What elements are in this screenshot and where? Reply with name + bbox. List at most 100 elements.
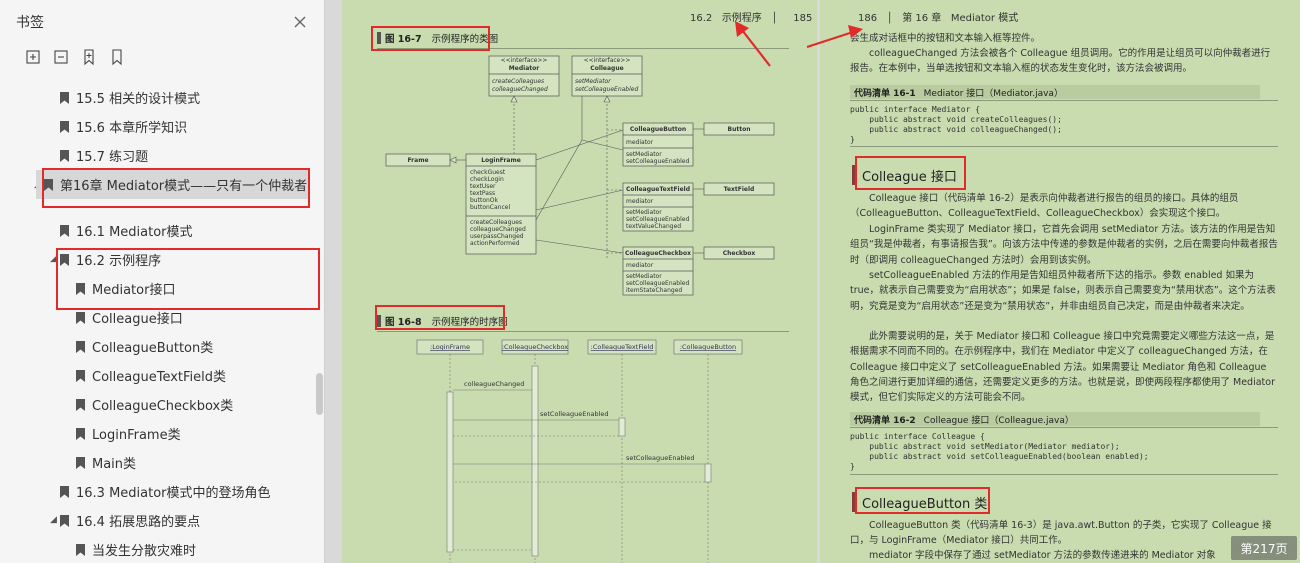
uml-method: setMediator <box>626 151 662 158</box>
bookmark-icon[interactable] <box>108 48 126 66</box>
bookmark-icon <box>60 149 69 162</box>
bookmark-label: 15.5 相关的设计模式 <box>76 92 201 107</box>
bookmark-item[interactable]: 15.6 本章所学知识 <box>60 112 187 141</box>
bookmark-item[interactable]: Mediator接口 <box>76 274 175 303</box>
listing-caption: Mediator 接口（Mediator.java） <box>923 88 1063 99</box>
uml-class-name: TextField <box>724 186 755 193</box>
uml-class-name: Button <box>728 126 751 133</box>
bookmark-item[interactable]: ColleagueTextField类 <box>76 361 226 390</box>
bookmark-item[interactable]: LoginFrame类 <box>76 419 181 448</box>
bookmark-label: LoginFrame类 <box>92 428 181 443</box>
close-icon[interactable] <box>292 14 308 30</box>
bookmark-label: ColleagueTextField类 <box>92 370 227 385</box>
listing-caption: Colleague 接口（Colleague.java） <box>923 415 1074 426</box>
bookmark-icon <box>76 311 85 324</box>
paragraph: setColleagueEnabled 方法的作用是告知组员仲裁者所下达的指示。… <box>850 270 1276 312</box>
code-block: public interface Colleague { public abst… <box>850 432 1149 471</box>
bookmark-item[interactable]: 15.5 相关的设计模式 <box>60 83 200 112</box>
bookmark-label: ColleagueButton类 <box>92 341 214 356</box>
uml-method: colleagueChanged <box>492 86 548 93</box>
bookmark-label: 第16章 Mediator模式——只有一个仲裁者 <box>60 179 308 194</box>
figure-16-7-title: 图 16-7 示例程序的类图 <box>377 29 498 47</box>
uml-method: colleagueChanged <box>470 226 526 233</box>
uml-method: setColleagueEnabled <box>575 86 638 93</box>
section-title: ColleagueButton 类 <box>862 496 988 512</box>
uml-class-mediator <box>488 55 560 97</box>
uml-method: actionPerformed <box>470 240 520 247</box>
bookmark-item[interactable]: 16.3 Mediator模式中的登场角色 <box>60 477 271 506</box>
page-186: 186 │ 第 16 章 Mediator 模式 会生成对话框中的按钮和文本输入… <box>820 0 1300 563</box>
bookmark-label: 16.2 示例程序 <box>76 254 162 269</box>
bookmark-label: 15.6 本章所学知识 <box>76 121 188 136</box>
bookmark-label: 16.3 Mediator模式中的登场角色 <box>76 486 271 501</box>
paragraph: Colleague 接口（代码清单 16-2）是表示向仲裁者进行报告的组员的接口… <box>850 193 1239 220</box>
message-label: colleagueChanged <box>464 380 524 388</box>
class-diagram: <<interface>> Mediator createColleagues … <box>385 55 775 296</box>
uml-method: setMediator <box>626 209 662 216</box>
code-block: public interface Mediator { public abstr… <box>850 105 1062 144</box>
sidebar-toolbar <box>0 44 325 72</box>
bookmark-icon <box>60 485 69 498</box>
message-label: setColleagueEnabled <box>540 410 609 418</box>
collapse-all-icon[interactable] <box>52 48 70 66</box>
bookmark-icon <box>76 369 85 382</box>
add-bookmark-icon[interactable] <box>80 48 98 66</box>
uml-class-name: LoginFrame <box>481 157 521 164</box>
page-header: 16.2 示例程序 │ 185 <box>690 13 813 24</box>
uml-class-name: Checkbox <box>723 250 756 257</box>
bookmark-item[interactable]: 当发生分散灾难时 <box>76 535 196 563</box>
header-section: 16.2 <box>690 13 713 24</box>
bookmark-item-chapter16[interactable]: 第16章 Mediator模式——只有一个仲裁者 <box>36 170 310 199</box>
paragraph: ColleagueButton 类（代码清单 16-3）是 java.awt.B… <box>850 520 1272 547</box>
page-185: 16.2 示例程序 │ 185 图 16-7 示例程序的类图 <<interfa… <box>342 0 817 563</box>
expanded-triangle-icon[interactable]: ◢ <box>50 254 57 264</box>
bookmark-item[interactable]: ColleagueButton类 <box>76 332 213 361</box>
uml-class-loginframe <box>465 153 537 255</box>
bookmark-item[interactable]: 16.2 示例程序 <box>60 245 161 274</box>
code-listing-16-2-title: 代码清单 16-2 Colleague 接口（Colleague.java） <box>850 412 1260 426</box>
uml-class-name: ColleagueCheckbox <box>625 250 691 257</box>
bookmark-item[interactable]: 15.7 练习题 <box>60 141 148 170</box>
uml-method: setMediator <box>575 78 611 85</box>
bookmark-label: Colleague接口 <box>92 312 183 327</box>
figure-caption: 示例程序的类图 <box>431 34 499 45</box>
lifeline-label: :ColleagueCheckbox <box>502 343 568 351</box>
message-label: setColleagueEnabled <box>626 454 695 462</box>
bookmark-icon <box>76 282 85 295</box>
bookmark-item[interactable]: ColleagueCheckbox类 <box>76 390 233 419</box>
uml-class-colleague <box>571 55 643 97</box>
uml-method: textValueChanged <box>626 223 681 230</box>
bookmark-item[interactable]: Main类 <box>76 448 136 477</box>
paragraph: LoginFrame 类实现了 Mediator 接口，它首先会调用 setMe… <box>850 224 1278 266</box>
header-title: Mediator 模式 <box>950 13 1019 24</box>
bookmark-icon <box>60 253 69 266</box>
uml-field: buttonCancel <box>470 204 510 211</box>
uml-method: createColleagues <box>470 219 522 226</box>
bookmark-item[interactable]: 16.4 拓展思路的要点 <box>60 506 200 535</box>
bookmark-icon <box>60 120 69 133</box>
header-title: 示例程序 <box>721 13 762 24</box>
expand-all-icon[interactable] <box>24 48 42 66</box>
uml-class-name: Frame <box>407 157 428 164</box>
uml-method: setMediator <box>626 273 662 280</box>
section-heading: Colleague 接口 <box>852 161 957 189</box>
sidebar-scrollbar[interactable] <box>316 373 323 415</box>
bookmark-item[interactable]: Colleague接口 <box>76 303 183 332</box>
bookmark-icon <box>76 543 85 556</box>
bookmark-sidebar: 书签 15.5 相关的设计模式 <box>0 0 325 563</box>
bookmark-item[interactable]: 16.1 Mediator模式 <box>60 216 193 245</box>
bookmark-icon <box>44 178 53 191</box>
section-title: Colleague 接口 <box>862 169 957 185</box>
paragraph: 此外需要说明的是，关于 Mediator 接口和 Colleague 接口中究竟… <box>850 331 1275 404</box>
uml-method: setColleagueEnabled <box>626 216 689 223</box>
uml-field: checkLogin <box>470 176 504 183</box>
lifeline-label: :ColleagueTextField <box>591 343 654 351</box>
expanded-triangle-icon[interactable]: ◢ <box>50 515 57 525</box>
uml-class-name: ColleagueButton <box>630 126 686 133</box>
header-chapter: 第 16 章 <box>902 13 942 24</box>
uml-method: setColleagueEnabled <box>626 158 689 165</box>
bookmark-label: Main类 <box>92 457 137 472</box>
paragraph: 会生成对话框中的按钮和文本输入框等控件。 <box>850 33 1041 44</box>
bookmark-icon <box>60 514 69 527</box>
uml-method: createColleagues <box>492 78 544 85</box>
